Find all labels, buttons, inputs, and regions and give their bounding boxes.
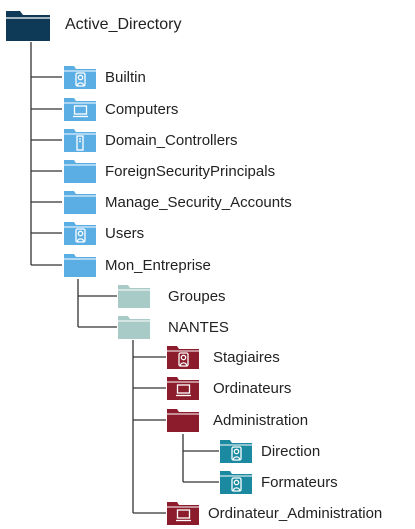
node-label: Domain_Controllers (105, 131, 238, 149)
node-label: Formateurs (261, 473, 338, 491)
tree-node-ordinateurs[interactable]: Ordinateurs (166, 375, 291, 401)
folder-icon (118, 285, 150, 308)
node-label: Ordinateur_Administration (208, 504, 383, 522)
server-folder-icon (64, 129, 96, 152)
tree-node-formateurs[interactable]: Formateurs (219, 469, 338, 495)
node-label: Stagiaires (213, 348, 280, 366)
user-badge-folder-icon (64, 222, 96, 245)
node-label: Groupes (168, 287, 226, 305)
user-badge-folder-icon (64, 66, 96, 89)
node-label: Mon_Entreprise (105, 256, 211, 274)
user-badge-folder-icon (220, 440, 252, 463)
tree-node-mon-entreprise[interactable]: Mon_Entreprise (63, 252, 211, 278)
folder-icon (64, 191, 96, 214)
computer-folder-icon (167, 502, 199, 525)
folder-icon (64, 160, 96, 183)
tree-node-domain-controllers[interactable]: Domain_Controllers (63, 127, 238, 153)
user-badge-folder-icon (167, 346, 199, 369)
tree-node-ordinateur-administration[interactable]: Ordinateur_Administration (166, 500, 382, 526)
node-label: Manage_Security_Accounts (105, 193, 292, 211)
node-label: Builtin (105, 68, 146, 86)
tree-node-stagiaires[interactable]: Stagiaires (166, 344, 280, 370)
tree-node-builtin[interactable]: Builtin (63, 64, 146, 90)
tree-node-users[interactable]: Users (63, 220, 144, 246)
node-label: NANTES (168, 318, 229, 336)
node-label: Ordinateurs (213, 379, 292, 397)
tree-node-foreign-security-principals[interactable]: ForeignSecurityPrincipals (63, 158, 275, 184)
computer-folder-icon (64, 98, 96, 121)
tree-node-manage-security-accounts[interactable]: Manage_Security_Accounts (63, 189, 292, 215)
tree-node-groupes[interactable]: Groupes (117, 283, 226, 309)
tree-node-administration[interactable]: Administration (166, 407, 308, 433)
tree-node-active-directory[interactable]: Active_Directory (5, 8, 181, 42)
user-badge-folder-icon (220, 471, 252, 494)
folder-icon (6, 11, 50, 41)
node-label: ForeignSecurityPrincipals (105, 162, 276, 180)
folder-icon (64, 254, 96, 277)
node-label: Computers (105, 100, 179, 118)
computer-folder-icon (167, 377, 199, 400)
node-label: Active_Directory (65, 16, 182, 33)
tree-node-nantes[interactable]: NANTES (117, 314, 229, 340)
node-label: Users (105, 224, 145, 242)
node-label: Administration (213, 411, 309, 429)
node-label: Direction (261, 442, 321, 460)
folder-icon (118, 316, 150, 339)
folder-icon (167, 409, 199, 432)
tree-node-direction[interactable]: Direction (219, 438, 320, 464)
tree-node-computers[interactable]: Computers (63, 96, 178, 122)
